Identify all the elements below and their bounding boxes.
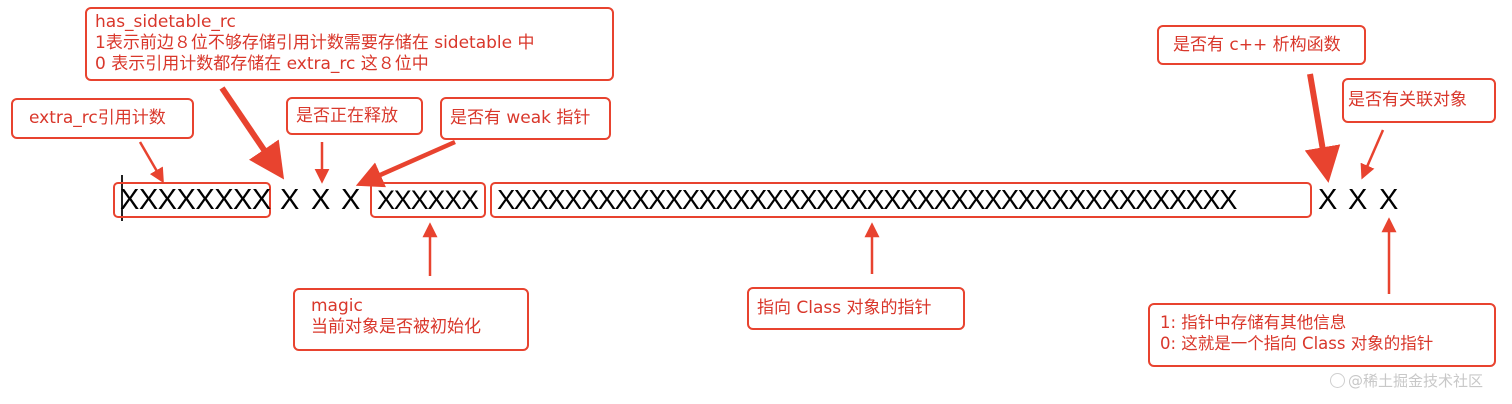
weak-label: 是否有 weak 指针	[440, 97, 611, 140]
magic-desc: 当前对象是否被初始化	[311, 317, 481, 337]
magic-bits-box	[370, 182, 486, 218]
extra-rc-bits: XXXXXXXX	[120, 184, 271, 216]
magic-label: magic 当前对象是否被初始化	[293, 288, 529, 351]
weakly-referenced-bit: X	[341, 184, 360, 216]
nonpointer-line1: 1: 指针中存储有其他信息	[1160, 313, 1347, 332]
extra-rc-bits-box	[113, 182, 271, 218]
class-ptr-label-text: 指向 Class 对象的指针	[757, 298, 932, 318]
has-cxx-dtor-bit: X	[1318, 184, 1337, 216]
arrow-has-sidetable-rc	[219, 86, 285, 180]
watermark: @稀土掘金技术社区	[1330, 370, 1483, 391]
deallocating-bit: X	[311, 184, 330, 216]
assoc-label: 是否有关联对象	[1342, 78, 1496, 123]
cxx-dtor-label: 是否有 c++ 析构函数	[1157, 25, 1366, 65]
has-sidetable-rc-title: has_sidetable_rc	[95, 12, 236, 32]
nonpointer-line2: 0: 这就是一个指向 Class 对象的指针	[1160, 334, 1434, 353]
deallocating-label: 是否正在释放	[286, 97, 423, 135]
shiftcls-bits: XXXXXXXXXXXXXXXXXXXXXXXXXXXXXXXXXXXXXXXX…	[497, 184, 1237, 215]
cxx-dtor-label-text: 是否有 c++ 析构函数	[1173, 35, 1341, 55]
has-sidetable-rc-label: has_sidetable_rc 1表示前边８位不够存储引用计数需要存储在 si…	[85, 7, 614, 81]
class-ptr-label: 指向 Class 对象的指针	[747, 287, 965, 330]
extra-rc-label: extra_rc引用计数	[11, 98, 194, 139]
has-sidetable-rc-line1: 1表示前边８位不够存储引用计数需要存储在 sidetable 中	[95, 33, 535, 53]
shiftcls-bits-box	[490, 182, 1312, 218]
arrow-cxx-dtor	[1304, 73, 1341, 183]
has-sidetable-rc-line2: 0 表示引用计数都存储在 extra_rc 这８位中	[95, 54, 429, 74]
arrow-extra-rc	[138, 141, 164, 184]
assoc-label-text: 是否有关联对象	[1348, 90, 1467, 110]
juejin-logo-icon	[1330, 373, 1345, 388]
magic-bits: XXXXXX	[377, 185, 479, 215]
deallocating-label-text: 是否正在释放	[296, 106, 398, 126]
weak-label-text: 是否有 weak 指针	[450, 108, 591, 128]
has-assoc-bit: X	[1348, 184, 1367, 216]
nonpointer-label: 1: 指针中存储有其他信息 0: 这就是一个指向 Class 对象的指针	[1148, 303, 1496, 367]
arrow-assoc	[1360, 129, 1385, 180]
extra-rc-label-text: extra_rc引用计数	[29, 108, 166, 128]
has-sidetable-rc-bit: X	[280, 184, 299, 216]
magic-title: magic	[311, 296, 363, 316]
text-cursor	[121, 175, 123, 221]
arrow-weak	[355, 139, 456, 188]
nonpointer-bit: X	[1379, 184, 1398, 216]
watermark-text: @稀土掘金技术社区	[1348, 372, 1484, 390]
